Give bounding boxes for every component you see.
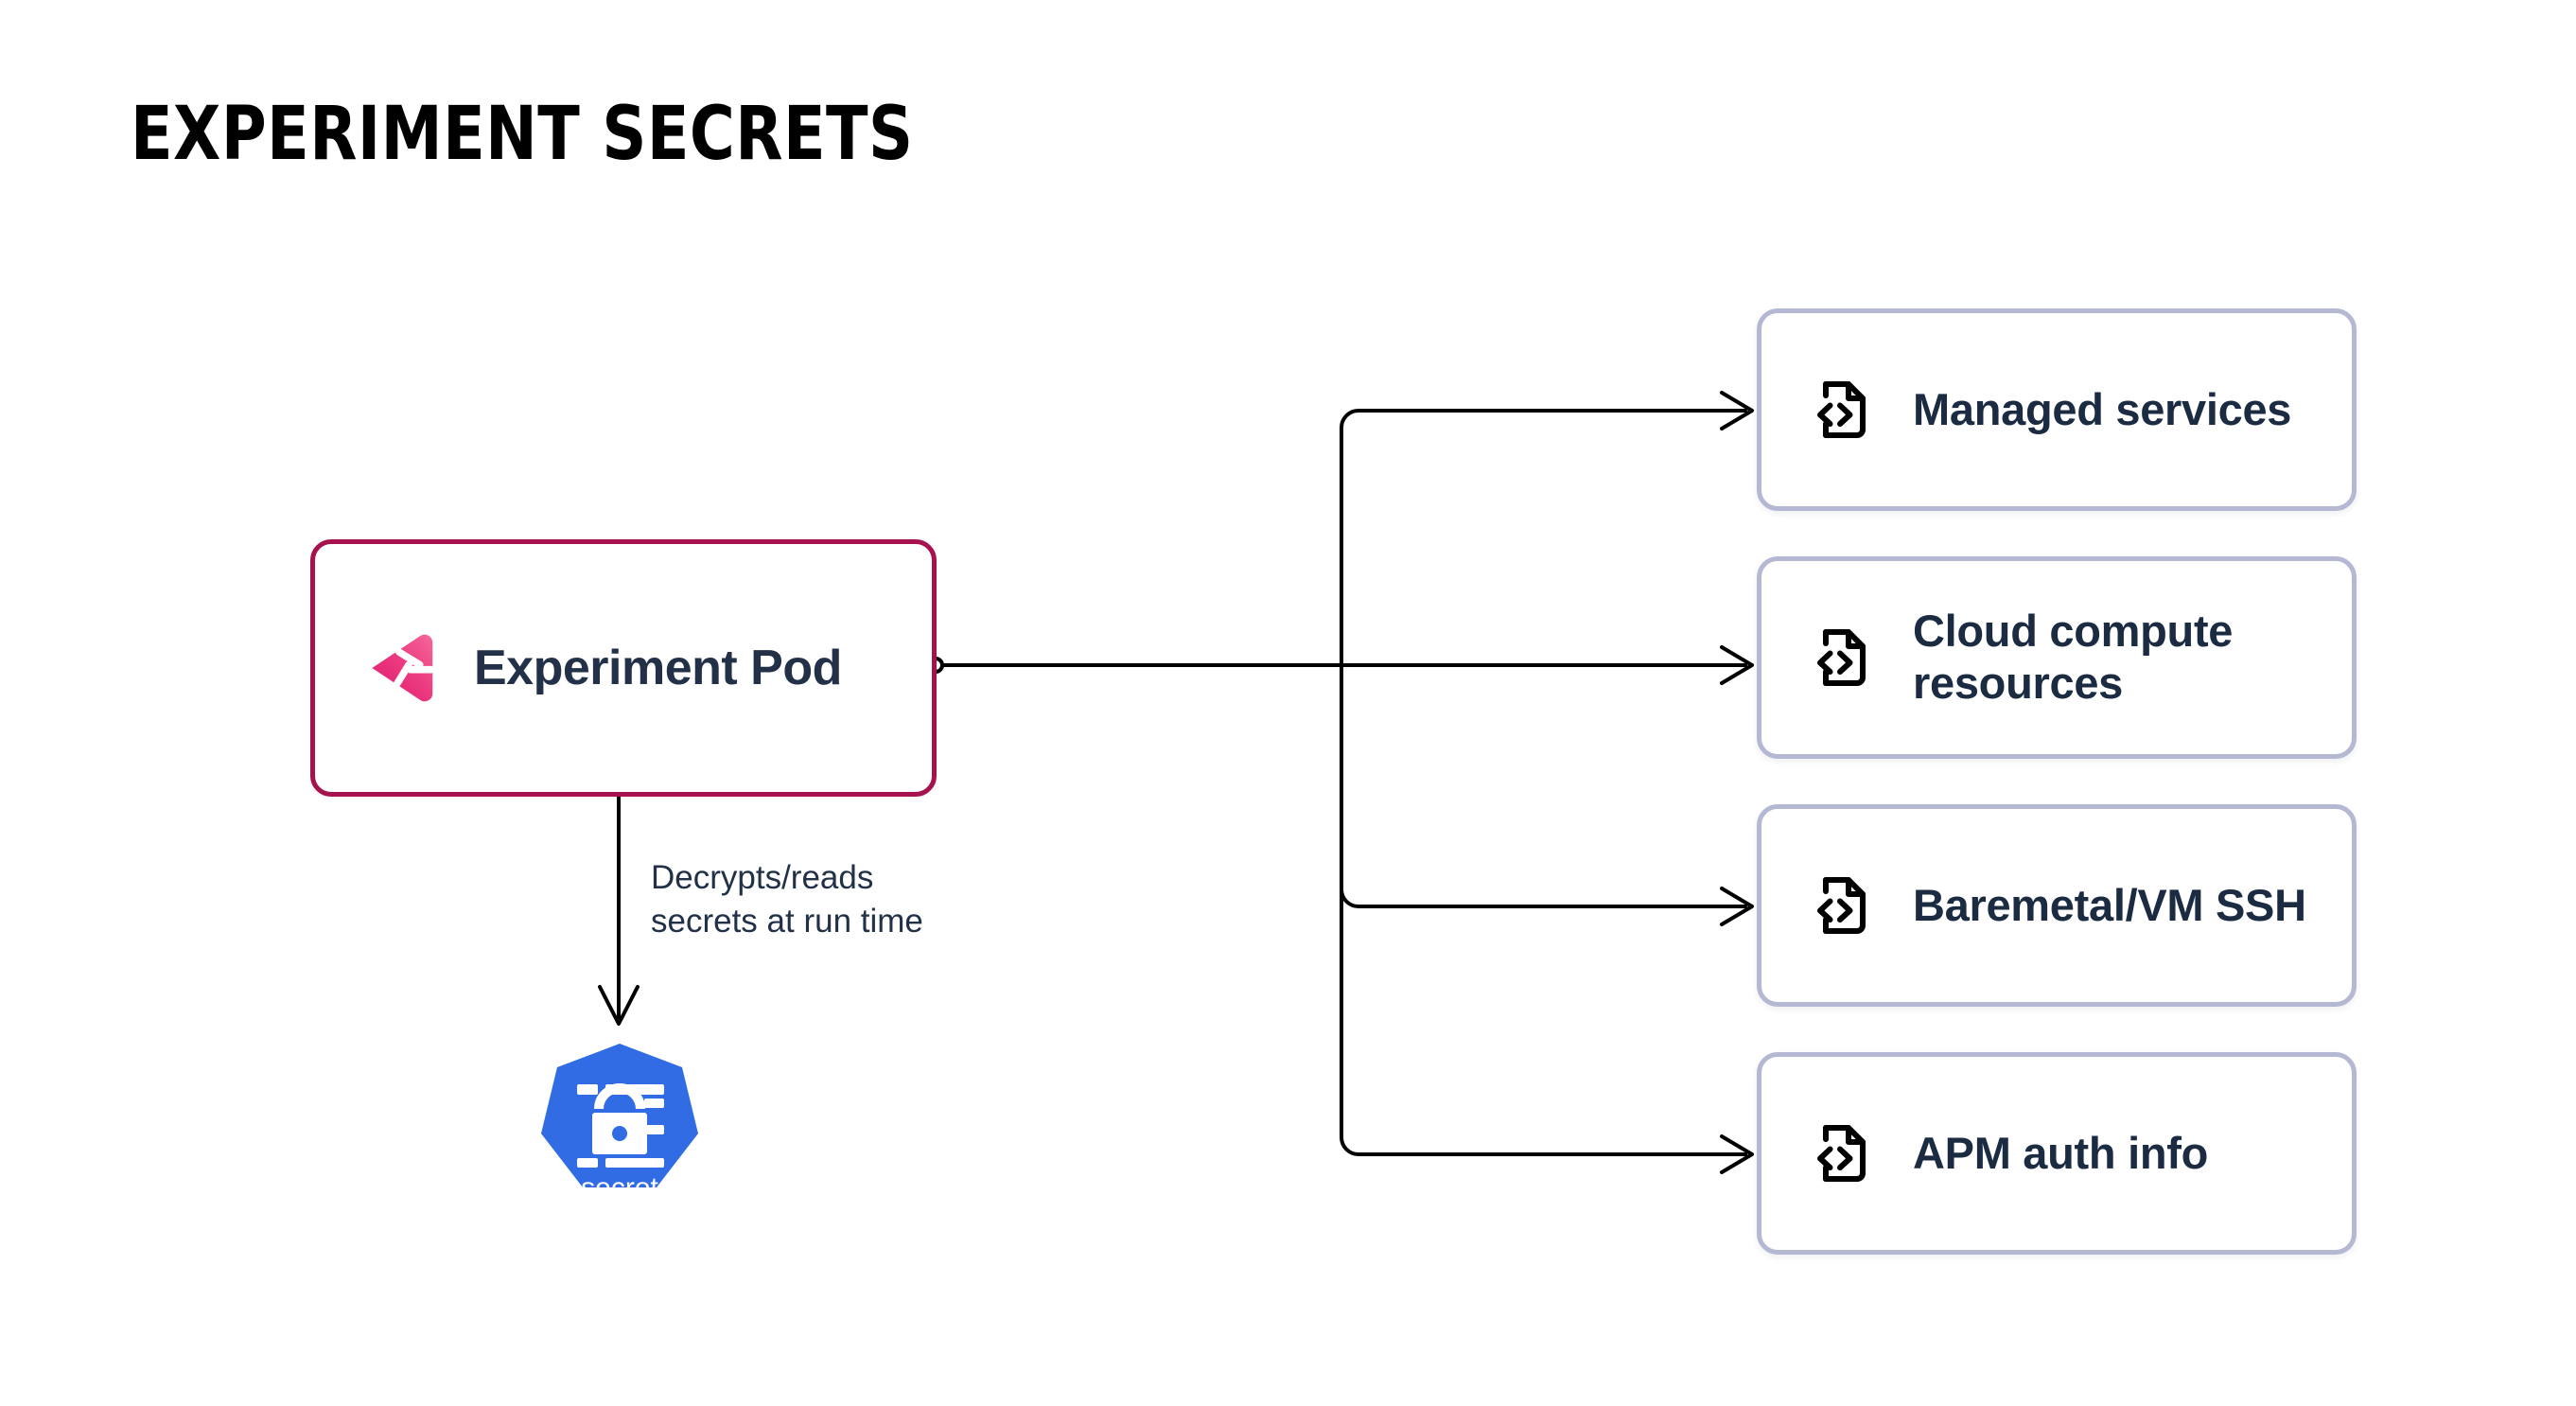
arrowhead-3 [1720,1134,1754,1174]
target-card-cloud-compute-resources[interactable]: Cloud compute resources [1757,556,2357,759]
target-card-managed-services[interactable]: Managed services [1757,308,2357,511]
code-file-icon [1817,629,1866,686]
experiment-pod-node[interactable]: Experiment Pod [310,539,937,797]
connector-branch-2 [1340,663,1747,908]
connector-branch-0 [1340,409,1747,667]
target-card-baremetal-vm-ssh[interactable]: Baremetal/VM SSH [1757,804,2357,1007]
kubernetes-secret-node[interactable]: secret [535,1041,704,1222]
page-title: EXPERIMENT SECRETS [131,92,914,177]
experiment-pod-label: Experiment Pod [474,641,842,695]
arrowhead-0 [1720,391,1754,431]
target-card-apm-auth-info[interactable]: APM auth info [1757,1052,2357,1255]
target-card-label: Baremetal/VM SSH [1913,879,2306,930]
target-card-label: APM auth info [1913,1127,2208,1178]
edge-caption-label: Decrypts/reads secrets at run time [651,859,923,940]
connector-branch-3 [1340,663,1747,1156]
code-file-icon [1817,1125,1866,1182]
target-card-label: Managed services [1913,383,2292,434]
kubernetes-secret-icon: secret [541,1044,698,1204]
svg-text:secret: secret [581,1172,658,1204]
gremlin-logo-icon [372,634,435,702]
arrowhead-2 [1720,887,1754,926]
target-card-label: Cloud compute resources [1913,606,2234,708]
arrowhead-1 [1720,645,1754,685]
code-file-icon [1817,877,1866,934]
arrowhead-secret [598,985,640,1026]
code-file-icon [1817,381,1866,438]
